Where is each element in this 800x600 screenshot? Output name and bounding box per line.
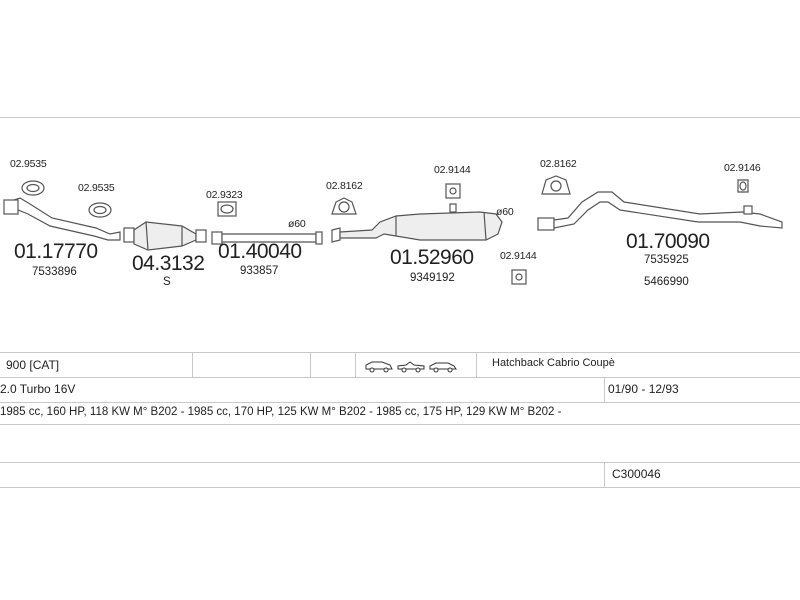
hanger-c-icon	[737, 179, 749, 193]
catalyst-code: 04.3132	[132, 252, 205, 275]
gasket-a-icon	[21, 180, 45, 196]
middle-silencer-icon	[331, 203, 503, 243]
table-row-engine: 2.0 Turbo 16V 01/90 - 12/93	[0, 378, 800, 402]
hanger-a-icon	[331, 197, 357, 215]
engine-cell: 2.0 Turbo 16V	[0, 382, 76, 396]
clamp-a-icon	[445, 183, 461, 199]
catalyst-suffix: S	[163, 276, 171, 288]
table-row-specs: 1985 cc, 160 HP, 118 KW M° B202 - 1985 c…	[0, 403, 800, 423]
body-types-cell: Hatchback Cabrio Coupè	[492, 357, 615, 369]
table-row-model: 900 [CAT] Hatchback Cabrio Coupè	[0, 353, 800, 377]
table-rule	[0, 377, 800, 378]
top-rule	[0, 117, 800, 118]
clamp-b-code: 02.9144	[500, 250, 537, 262]
table-row-code: C300046	[0, 463, 800, 487]
gasket-c-code: 02.9323	[206, 189, 243, 201]
hatchback-car-icon	[365, 361, 393, 373]
intermediate-pipe-icon	[211, 231, 323, 245]
rear-pipe-icon	[537, 191, 783, 231]
clamp-a-code: 02.9144	[434, 164, 471, 176]
gasket-b-code: 02.9535	[78, 182, 115, 194]
middle-silencer-ref: 9349192	[410, 272, 455, 284]
rear-silencer-code: 01.70090	[626, 230, 710, 253]
exhaust-drawing	[3, 175, 783, 285]
body-type-icons	[364, 358, 460, 377]
front-pipe-icon	[3, 197, 121, 241]
intermediate-pipe-code: 01.40040	[218, 240, 302, 263]
table-rule	[0, 402, 800, 403]
row-divider	[476, 353, 477, 377]
table-top-rule	[0, 352, 800, 353]
row-divider	[355, 353, 356, 377]
row-divider	[604, 463, 605, 487]
hanger-b-icon	[541, 175, 571, 195]
hanger-b-code: 02.8162	[540, 158, 577, 170]
row-divider	[604, 378, 605, 402]
gasket-c-icon	[217, 201, 237, 217]
years-cell: 01/90 - 12/93	[608, 382, 679, 396]
table-bottom-rule	[0, 487, 800, 488]
front-pipe-ref: 7533896	[32, 266, 77, 278]
clamp-b-icon	[511, 269, 527, 285]
rear-silencer-ref-1: 7535925	[644, 254, 689, 266]
coupe-car-icon	[429, 362, 457, 373]
catalyst-icon	[123, 221, 207, 251]
hanger-a-code: 02.8162	[326, 180, 363, 192]
table-rule	[0, 424, 800, 425]
gasket-b-icon	[88, 202, 112, 218]
hanger-c-code: 02.9146	[724, 162, 761, 174]
exhaust-diagram: 02.9535 02.9535 01.17770 7533896 04.3132…	[0, 118, 800, 348]
rear-silencer-ref-2: 5466990	[644, 276, 689, 288]
intermediate-pipe-diameter: ø60	[288, 218, 306, 230]
gasket-a-code: 02.9535	[10, 158, 47, 170]
table-rule	[0, 462, 800, 463]
intermediate-pipe-ref: 933857	[240, 265, 279, 277]
cabrio-car-icon	[397, 361, 425, 373]
row-divider	[192, 353, 193, 377]
row-divider	[310, 353, 311, 377]
middle-silencer-code: 01.52960	[390, 246, 474, 269]
model-cell: 900 [CAT]	[6, 358, 60, 372]
system-code-cell: C300046	[612, 467, 661, 481]
specs-cell: 1985 cc, 160 HP, 118 KW M° B202 - 1985 c…	[0, 406, 562, 418]
middle-silencer-diameter: ø60	[496, 206, 514, 218]
front-pipe-code: 01.17770	[14, 240, 98, 263]
